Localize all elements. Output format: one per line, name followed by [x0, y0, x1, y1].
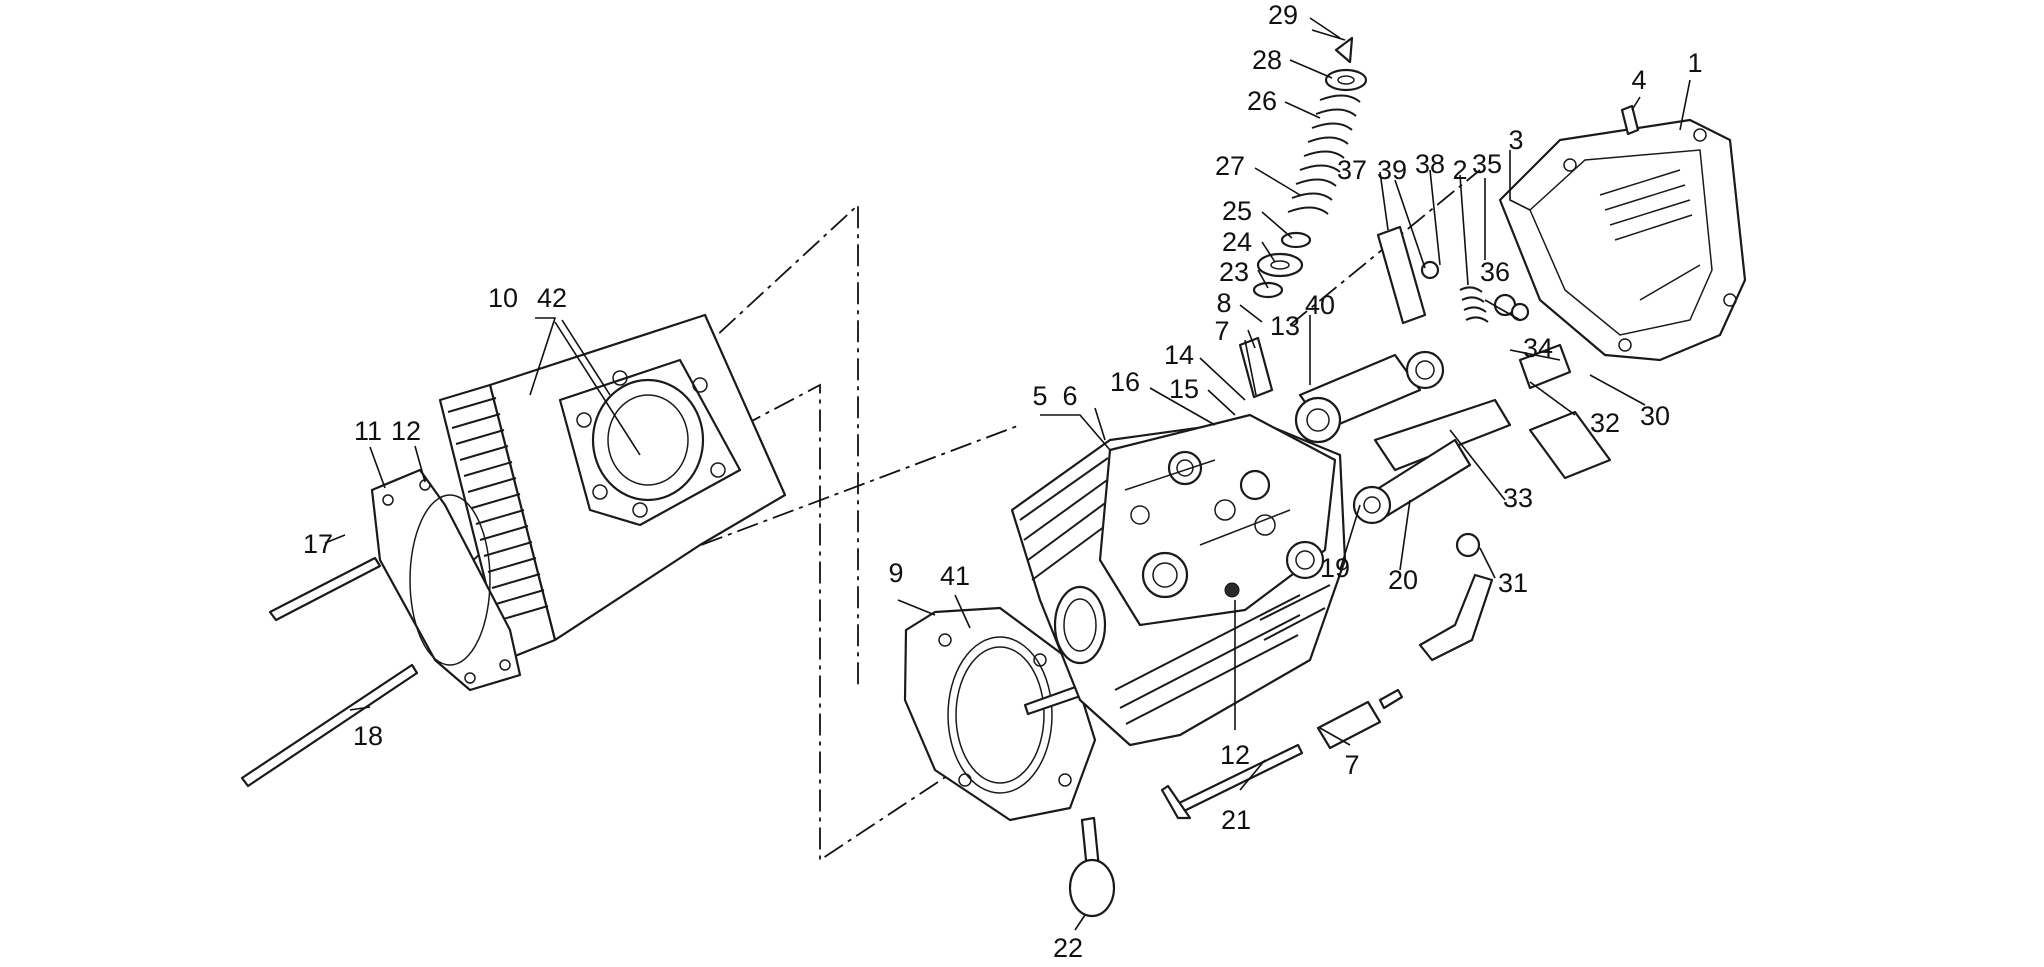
callout-13: 13: [1270, 311, 1300, 341]
callout-18: 18: [353, 721, 383, 751]
callout-28: 28: [1252, 45, 1282, 75]
callout-36: 36: [1480, 257, 1510, 287]
rocker-assembly: [1294, 225, 1612, 525]
callout-22: 22: [1053, 933, 1083, 963]
callout-1: 1: [1687, 48, 1702, 78]
callout-19: 19: [1320, 553, 1350, 583]
callout-14: 14: [1164, 340, 1194, 370]
callout-10: 10: [488, 283, 518, 313]
callout-38: 38: [1415, 149, 1445, 179]
callout-17: 17: [303, 529, 333, 559]
callout-9: 9: [888, 558, 903, 588]
callout-29: 29: [1268, 0, 1298, 30]
rocker-cover-part: [1498, 118, 1747, 362]
callout-12-cylinder: 12: [391, 416, 421, 446]
callout-37: 37: [1337, 155, 1367, 185]
callout-24: 24: [1222, 227, 1252, 257]
cylinder-head-part: [1010, 413, 1347, 747]
callout-25: 25: [1222, 196, 1252, 226]
callout-27: 27: [1215, 151, 1245, 181]
callout-42: 42: [537, 283, 567, 313]
callout-6: 6: [1062, 381, 1077, 411]
callout-35: 35: [1472, 149, 1502, 179]
cylinder-cooling-fins: [447, 397, 549, 621]
callout-4: 4: [1631, 65, 1646, 95]
callout-3: 3: [1508, 125, 1523, 155]
cylinder-part: [438, 313, 787, 662]
exhaust-valve: [1160, 743, 1304, 820]
cover-screw: [1620, 104, 1640, 136]
callout-40: 40: [1305, 290, 1335, 320]
callout-31: 31: [1498, 568, 1528, 598]
callout-26: 26: [1247, 86, 1277, 116]
intake-valve: [1068, 816, 1116, 918]
callout-labels: 29 28 26 27 25 24 23 8 7 14 13 15 16 5 6…: [303, 0, 1703, 963]
callout-41: 41: [940, 561, 970, 591]
callout-39: 39: [1377, 155, 1407, 185]
callout-2: 2: [1452, 155, 1467, 185]
callout-12-head: 12: [1220, 740, 1250, 770]
callout-30: 30: [1640, 401, 1670, 431]
cylinder-stud-long: [240, 663, 419, 788]
cylinder-base-gasket: [370, 468, 522, 692]
leader-lines: [324, 17, 1691, 931]
callout-34: 34: [1523, 333, 1553, 363]
small-spring-set: [1420, 260, 1530, 323]
callout-23: 23: [1219, 257, 1249, 287]
callout-16: 16: [1110, 367, 1140, 397]
callout-5: 5: [1032, 381, 1047, 411]
callout-33: 33: [1503, 483, 1533, 513]
cylinder-stud-short: [268, 556, 382, 622]
callout-20: 20: [1388, 565, 1418, 595]
callout-11: 11: [354, 416, 382, 446]
callout-8: 8: [1216, 288, 1231, 318]
callout-15: 15: [1169, 374, 1199, 404]
callout-7-lower: 7: [1344, 750, 1359, 780]
head-cooling-fins: [1019, 457, 1331, 725]
rocker-arm-small: [1418, 532, 1494, 662]
callout-21: 21: [1221, 805, 1251, 835]
valve-guide-lower: [1316, 688, 1404, 750]
callout-32: 32: [1590, 408, 1620, 438]
callout-7-upper: 7: [1214, 316, 1229, 346]
